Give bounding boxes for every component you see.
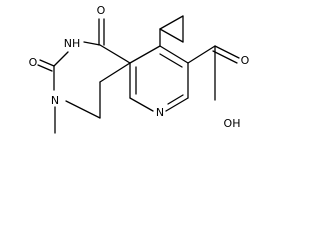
bond-cyclopropyl-a bbox=[159, 15, 184, 30]
bond-cyclopropyl-c bbox=[159, 28, 184, 43]
atom-oh: OH bbox=[224, 117, 241, 130]
bond-c6-carboxyl bbox=[187, 45, 216, 64]
bond-n1-c8a bbox=[65, 100, 101, 119]
atom-nh: NH bbox=[64, 37, 81, 50]
atom-o-acid: O bbox=[241, 54, 250, 67]
bond-n8-c8a bbox=[129, 97, 154, 112]
bond-c2-o-double-1 bbox=[39, 59, 55, 67]
bond-c7-n8 bbox=[165, 97, 189, 112]
molecular-structure: O NH O N N OH O bbox=[29, 4, 250, 134]
atom-n-pyridine: N bbox=[156, 106, 164, 119]
bond-c5-c6-inner bbox=[159, 53, 183, 68]
atom-o-top: O bbox=[97, 4, 106, 17]
bond-c2-o-double-2 bbox=[37, 64, 53, 72]
bond-c5-c6 bbox=[159, 45, 189, 64]
atom-n-methyl: N bbox=[51, 94, 59, 107]
bond-carboxyl-o-double-1 bbox=[214, 45, 240, 59]
bond-c4-n3 bbox=[83, 41, 101, 46]
atom-o-left: O bbox=[29, 56, 38, 69]
bond-c4-c4a bbox=[99, 44, 131, 64]
bond-c7-c8-inner bbox=[167, 94, 184, 105]
bond-carboxyl-o-double-2 bbox=[212, 50, 238, 64]
bond-c4a-c5 bbox=[129, 45, 161, 64]
bond-c4a-c4a2 bbox=[99, 62, 131, 83]
bond-n3-c2 bbox=[53, 51, 69, 67]
